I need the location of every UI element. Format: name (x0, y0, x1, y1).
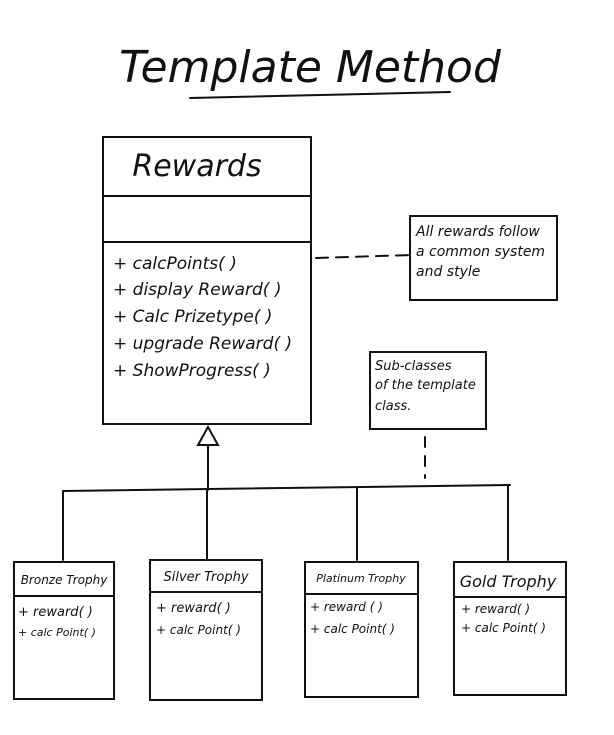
subclass-silver-box (149, 559, 263, 701)
base-method-4: + upgrade Reward( ) (113, 334, 292, 354)
subclass-note-text: Sub-classes of the template class. (375, 359, 480, 414)
base-class-name: Rewards (132, 149, 261, 184)
base-method-3: + Calc Prizetype( ) (113, 307, 272, 327)
subclass-platinum: Platinum Trophy + reward ( ) + calc Poin… (304, 561, 419, 698)
base-note-line-1: All rewards follow (415, 224, 540, 240)
subclass-note-box (369, 351, 487, 430)
base-method-5: + ShowProgress( ) (113, 361, 271, 381)
base-note-connector (315, 254, 411, 259)
subclass-gold: Gold Trophy + reward( ) + calc Point( ) (453, 561, 567, 696)
subclass-silver-method-1: + reward( ) (156, 601, 231, 616)
subclass-gold-box (453, 561, 567, 696)
subclass-bronze-method-1: + reward( ) (18, 605, 93, 620)
subclass-gold-method-2: + calc Point( ) (461, 621, 546, 635)
diagram-title: Template Method (119, 42, 502, 93)
subclass-bronze: Bronze Trophy + reward( ) + calc Point( … (13, 561, 115, 700)
subclass-silver-name: Silver Trophy (163, 570, 248, 585)
subclass-note: Sub-classes of the template class. (369, 351, 487, 430)
base-note-text: All rewards follow a common system and s… (415, 224, 550, 280)
base-note-box (409, 215, 558, 301)
subclass-silver-method-2: + calc Point( ) (156, 623, 241, 637)
subclass-platinum-name: Platinum Trophy (316, 572, 406, 585)
subclass-note-line-2: of the template (375, 378, 476, 393)
subclass-gold-name: Gold Trophy (460, 572, 557, 591)
subclass-note-line-1: Sub-classes (375, 359, 452, 374)
subclass-platinum-method-2: + calc Point( ) (310, 622, 395, 636)
inheritance-bus (62, 484, 511, 492)
base-method-1: + calcPoints( ) (113, 254, 237, 274)
subclass-platinum-method-1: + reward ( ) (310, 600, 383, 614)
subclass-bronze-box (13, 561, 115, 700)
base-class-rewards: Rewards + calcPoints( ) + display Reward… (102, 136, 312, 425)
subclass-gold-method-1: + reward( ) (461, 602, 530, 616)
title-underline (189, 91, 451, 99)
subclass-platinum-box (304, 561, 419, 698)
base-method-2: + display Reward( ) (113, 280, 281, 300)
subclass-bronze-name: Bronze Trophy (21, 573, 109, 587)
subclass-silver: Silver Trophy + reward( ) + calc Point( … (149, 559, 263, 701)
inheritance-arrow (196, 424, 220, 446)
subclass-note-line-3: class. (375, 399, 411, 414)
subclass-bronze-method-2: + calc Point( ) (18, 626, 96, 639)
base-class-box (102, 136, 312, 425)
base-note-line-3: and style (416, 264, 480, 280)
base-note: All rewards follow a common system and s… (409, 215, 558, 301)
base-note-line-2: a common system (416, 244, 545, 260)
